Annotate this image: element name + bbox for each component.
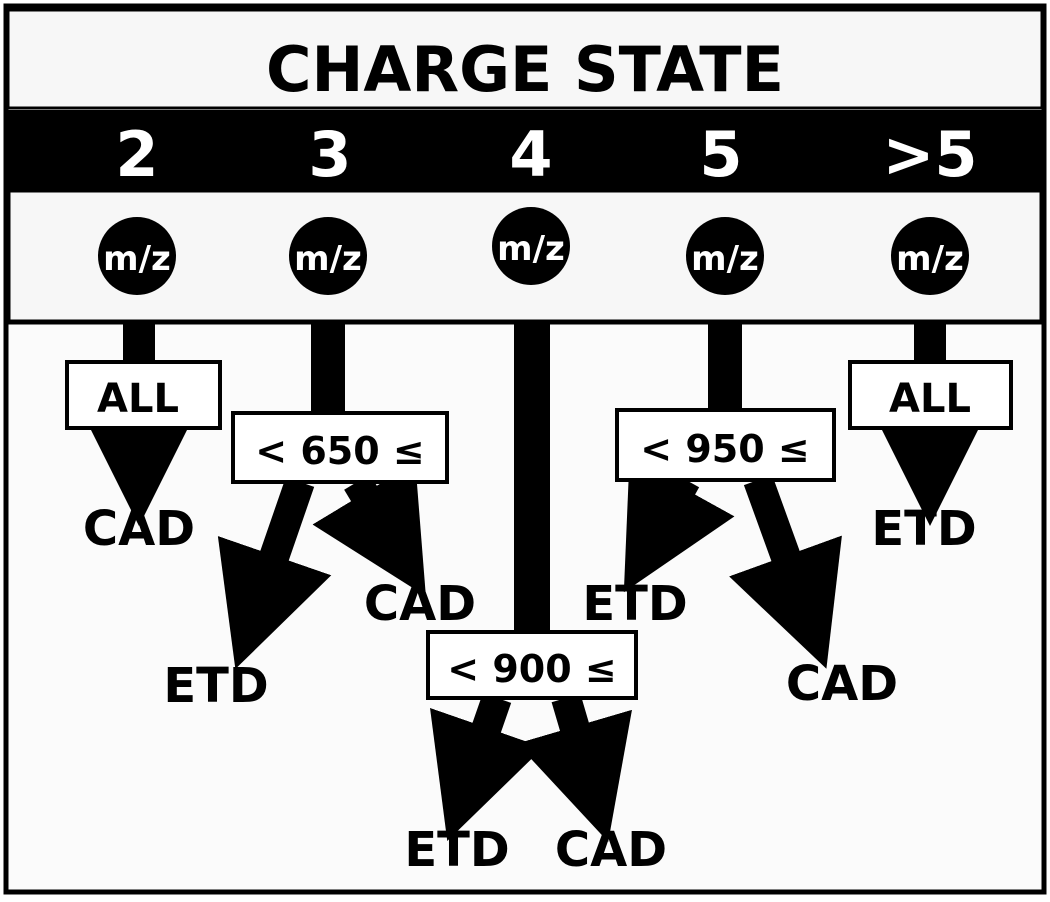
mz-label: m/z <box>497 229 565 269</box>
cs4-result-etd: ETD <box>404 822 509 878</box>
mz-label: m/z <box>294 239 362 279</box>
cs3-condition: < 650 ≤ <box>255 429 424 473</box>
mz-node-3: m/z <box>289 217 367 295</box>
charge-state-5: 5 <box>699 118 742 191</box>
charge-state-gt5: >5 <box>882 118 977 191</box>
mz-node-5: m/z <box>686 217 764 295</box>
cs6-condition-box <box>848 360 1013 430</box>
title-band <box>6 8 1044 110</box>
cs6-result-etd: ETD <box>871 501 976 557</box>
cs4-result-cad: CAD <box>555 822 667 878</box>
charge-state-4: 4 <box>509 118 552 191</box>
cs2-condition: ALL <box>97 376 179 422</box>
cs5-result-etd: ETD <box>582 576 687 632</box>
cs5-arrow-left <box>623 458 735 593</box>
cs4-stem <box>514 322 550 632</box>
mz-label: m/z <box>896 239 964 279</box>
charge-state-band <box>8 110 1042 188</box>
cs6-stem <box>914 322 946 362</box>
cs4-arrow-left <box>430 693 544 842</box>
mz-node-gt5: m/z <box>891 217 969 295</box>
cs6-condition: ALL <box>889 376 971 422</box>
charge-state-2: 2 <box>115 118 158 191</box>
cs4-condition-box <box>426 630 638 700</box>
cs3-arrow-right <box>312 462 426 597</box>
mz-label: m/z <box>691 239 759 279</box>
cs3-stem <box>311 322 345 413</box>
cs3-condition-box <box>231 411 449 484</box>
cs2-condition-box <box>65 360 222 430</box>
cs4-condition: < 900 ≤ <box>447 647 616 691</box>
cs5-condition: < 950 ≤ <box>640 427 809 471</box>
cs4-arrow-right <box>516 693 632 842</box>
diagram-title: CHARGE STATE <box>266 33 784 106</box>
cs3-result-etd: ETD <box>163 658 268 714</box>
cs5-condition-box <box>615 408 836 482</box>
cs5-arrow-right <box>729 474 842 669</box>
mz-node-2: m/z <box>98 217 176 295</box>
cs3-result-cad: CAD <box>364 576 476 632</box>
cs5-result-cad: CAD <box>786 656 898 712</box>
mz-node-4: m/z <box>492 207 570 285</box>
charge-state-3: 3 <box>308 118 351 191</box>
cs5-stem <box>708 322 742 410</box>
mz-label: m/z <box>103 239 171 279</box>
cs2-stem <box>123 322 155 362</box>
cs3-arrow-left <box>217 477 332 670</box>
cs2-result-cad: CAD <box>83 501 195 557</box>
